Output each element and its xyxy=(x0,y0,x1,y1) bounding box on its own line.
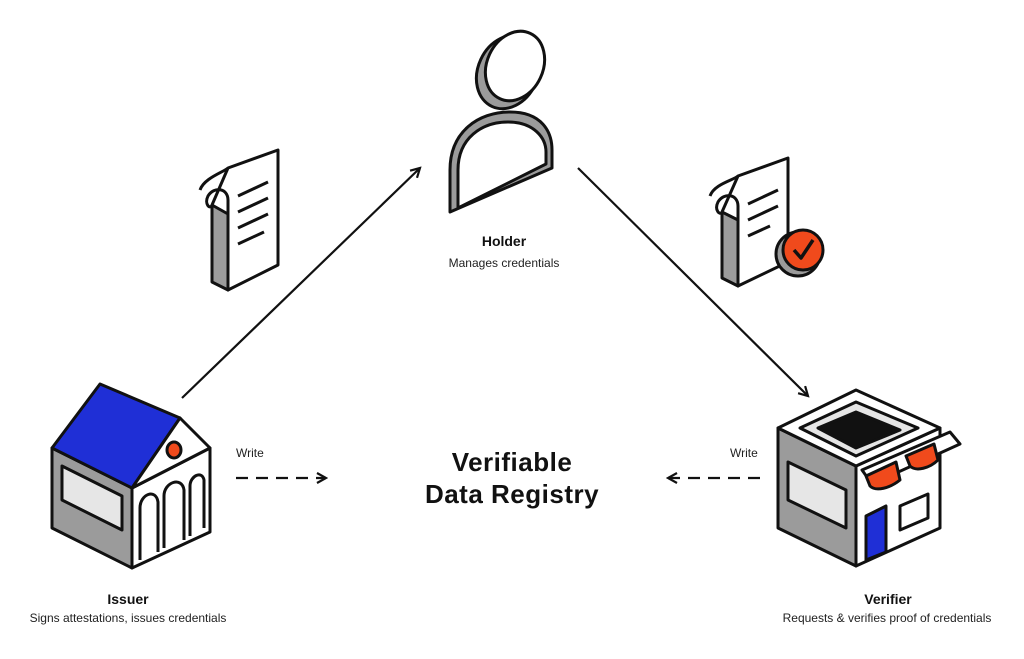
credential-document-icon xyxy=(198,148,280,292)
holder-title: Holder xyxy=(481,233,527,249)
issuer-building-icon xyxy=(50,382,212,570)
verifier-subtitle: Requests & verifies proof of credentials xyxy=(782,611,992,625)
verifier-shop-icon xyxy=(776,388,962,568)
verifiable-data-registry: Verifiable Data Registry xyxy=(362,446,662,510)
arrow-holder-to-verifier xyxy=(577,167,808,396)
holder-subtitle: Manages credentials xyxy=(448,256,560,270)
issuer-subtitle: Signs attestations, issues credentials xyxy=(29,611,227,625)
issuer-title: Issuer xyxy=(107,591,149,607)
issuer-write-label: Write xyxy=(236,446,264,460)
registry-line-1: Verifiable xyxy=(451,447,573,477)
holder-person-icon xyxy=(448,29,554,214)
verifier-write-label: Write xyxy=(730,446,758,460)
arrow-issuer-to-holder xyxy=(181,168,420,399)
verifier-title: Verifier xyxy=(864,591,912,607)
verified-document-icon xyxy=(708,156,825,288)
registry-line-2: Data Registry xyxy=(424,479,600,509)
